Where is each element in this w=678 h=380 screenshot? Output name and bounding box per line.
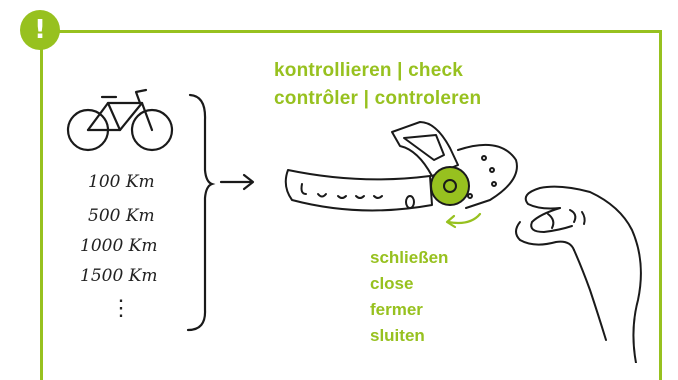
adjuster-knob [430, 166, 470, 206]
heading-line-1: kontrollieren | check [274, 60, 464, 81]
brake-lever-illustration [284, 121, 518, 212]
hand-illustration [515, 185, 642, 363]
interval-item: 1000 Km [80, 236, 158, 256]
bracket-shape [186, 93, 216, 332]
interval-ellipsis: ⋮ [110, 296, 132, 321]
rotate-arrow-icon [446, 212, 482, 225]
action-label-nl: sluiten [370, 326, 425, 345]
interval-item: 500 Km [88, 206, 155, 226]
action-label-fr: fermer [370, 300, 423, 319]
content-frame [40, 30, 662, 380]
heading-line-2: contrôler | controleren [274, 88, 482, 109]
action-label-de: schließen [370, 248, 449, 267]
warning-badge: ! [20, 10, 60, 50]
interval-item: 1500 Km [80, 266, 158, 286]
action-label-en: close [370, 274, 414, 293]
interval-item: 100 Km [88, 172, 155, 192]
rotate-arrow-head [445, 214, 457, 229]
arrow-right-icon [219, 173, 255, 191]
bicycle-icon [66, 88, 174, 152]
illustration-layer [66, 88, 642, 363]
